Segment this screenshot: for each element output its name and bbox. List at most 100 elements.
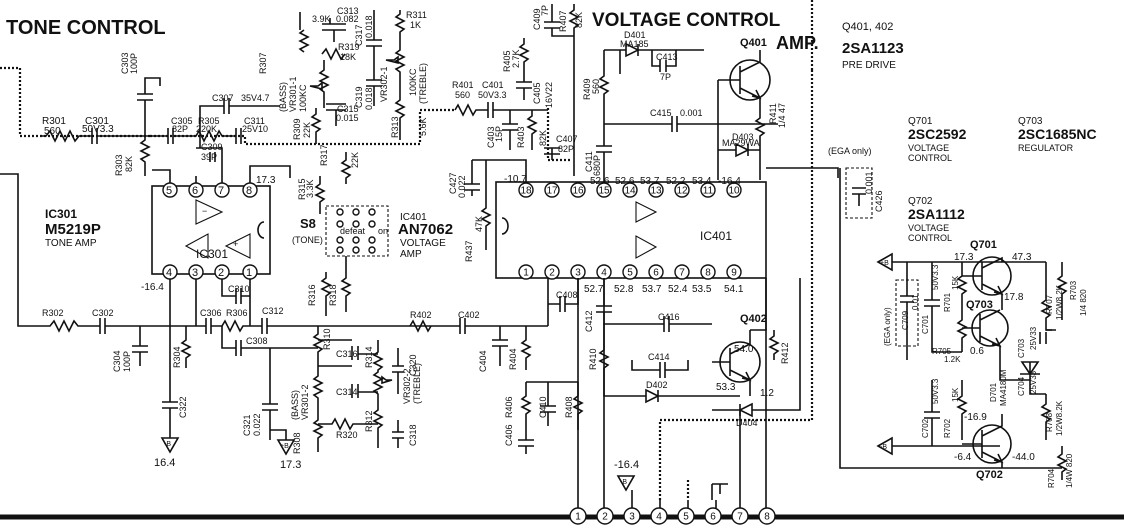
- r305-label: R305: [198, 116, 220, 126]
- ic401-pin-circle-9: [726, 264, 742, 280]
- c709-symbol: [900, 262, 914, 360]
- bus-neg-b-symbol: [616, 475, 636, 492]
- c405-label: C405: [532, 82, 542, 104]
- switch-on: on: [378, 226, 388, 236]
- c412-label: C412: [584, 310, 594, 332]
- r402-symbol: [409, 319, 432, 333]
- connector-pin-1: 1: [575, 512, 581, 523]
- ic401-ref: IC401: [400, 212, 427, 223]
- tone-control-title: TONE CONTROL: [6, 17, 166, 39]
- ic301-pin-2: 2: [218, 267, 224, 279]
- c401-label: C401: [482, 80, 504, 90]
- r304-symbol: [180, 326, 192, 368]
- r708-label: R708: [1045, 412, 1054, 432]
- ic401-pin-10: 10: [728, 186, 740, 197]
- c314-label: C314: [336, 387, 358, 397]
- r708-value: 1/2W8.2K: [1055, 400, 1064, 436]
- c311-label: C311: [244, 116, 265, 126]
- d403-symbol: [718, 142, 760, 158]
- r701-label: R701: [943, 292, 952, 312]
- c405-value: 16V22: [544, 82, 554, 108]
- q703-label: Q703: [966, 299, 993, 311]
- switch-s8-contacts: [336, 208, 376, 254]
- c322-symbol: [162, 292, 178, 438]
- q702-v-c: -44.0: [1012, 452, 1035, 463]
- ic401-v-bot-4: 53.5: [692, 284, 712, 295]
- c701-label: C701: [921, 314, 930, 334]
- ic401-pin-circle-14: [622, 182, 638, 198]
- c321-symbol: [262, 348, 278, 440]
- q703-func: REGULATOR: [1018, 143, 1074, 153]
- c319-value: 0.018: [364, 87, 374, 110]
- c302-label: C302: [92, 308, 114, 318]
- r702-value: 15K: [951, 387, 960, 402]
- c704-value: 25V33: [1029, 370, 1038, 394]
- r401-c401: [454, 102, 548, 118]
- r315-value: 3.3K: [305, 179, 315, 198]
- vr302-1-label: VR302-1: [379, 66, 389, 102]
- c703-d701-c704: [999, 329, 1052, 395]
- r317-label: R317: [319, 144, 329, 166]
- ic401-func1: VOLTAGE: [400, 238, 446, 249]
- c309-label: C309: [201, 142, 223, 152]
- connector-pin-7: 7: [737, 512, 743, 523]
- ic301-plus: +: [233, 239, 238, 249]
- ic301-opamps: [184, 199, 251, 259]
- c702-value: 50V3.3: [931, 378, 940, 404]
- c709-value: 0.01: [911, 294, 920, 310]
- connector-pin-4: 4: [656, 512, 662, 523]
- connector-pin-circle-8: [758, 507, 776, 525]
- c313-label: C313: [337, 6, 359, 16]
- r316-r318: [320, 256, 352, 316]
- ic301-func: TONE AMP: [45, 238, 97, 249]
- q401-402-func: PRE DRIVE: [842, 60, 896, 71]
- c309-symbol: [196, 136, 223, 162]
- q701-ref: Q701: [908, 116, 933, 127]
- r318-label: R318: [328, 284, 338, 306]
- r408-label: R408: [564, 396, 574, 418]
- c703-label: C703: [1017, 338, 1026, 358]
- r409-value: 560: [591, 79, 601, 94]
- r304-label: R304: [172, 346, 182, 368]
- shielded-ic401-input: [546, 108, 570, 162]
- c312-label: C312: [262, 306, 284, 316]
- c426-value: 0.001: [864, 171, 874, 194]
- c426-label: C426: [874, 190, 884, 212]
- neg-b-symbol: [160, 437, 180, 454]
- c427-label: C427: [448, 172, 458, 194]
- vr302-1-value: 100KC: [408, 68, 418, 96]
- connector-pin-circle-1: [569, 507, 587, 525]
- r704-value: 1/4W 820: [1065, 453, 1074, 488]
- r308-label: R308: [292, 432, 302, 454]
- c303-label: C303: [120, 52, 130, 74]
- q702-func2: CONTROL: [908, 233, 952, 243]
- ic401-pin-circle-17: [544, 182, 560, 198]
- c310-symbol: [221, 288, 250, 304]
- q701-leads: [962, 256, 1004, 310]
- r410-d402: [598, 324, 740, 404]
- r403-label: R403: [516, 126, 526, 148]
- r301-value: 560: [44, 126, 61, 137]
- d701-value: MA4180M: [999, 369, 1008, 406]
- r302-label: R302: [42, 308, 64, 318]
- r412-label: R412: [780, 342, 790, 364]
- ic401-v-bot-1: 52.8: [614, 284, 634, 295]
- connector-pin-circle-7: [731, 507, 749, 525]
- ic401-pin-2: 2: [549, 268, 555, 279]
- q701-func2: CONTROL: [908, 153, 952, 163]
- c316-label: C316: [336, 349, 358, 359]
- ic401-pin-5: 5: [627, 268, 633, 279]
- ic301-pin-6: 6: [192, 185, 198, 197]
- ic401-pin-circle-10: [726, 182, 742, 198]
- r705-label: R705: [932, 347, 952, 356]
- r310-vr301-2-r308: [312, 326, 324, 452]
- c322-label: C322: [178, 396, 188, 418]
- connector-pin-6: 6: [710, 512, 716, 523]
- r401-label: R401: [452, 80, 474, 90]
- c409-value: 7P: [540, 5, 550, 16]
- pos-b-symbol-text: +B: [280, 443, 289, 450]
- r707-value: 1/2W8.2K: [1055, 284, 1064, 320]
- switch-s8-box[interactable]: [325, 205, 389, 257]
